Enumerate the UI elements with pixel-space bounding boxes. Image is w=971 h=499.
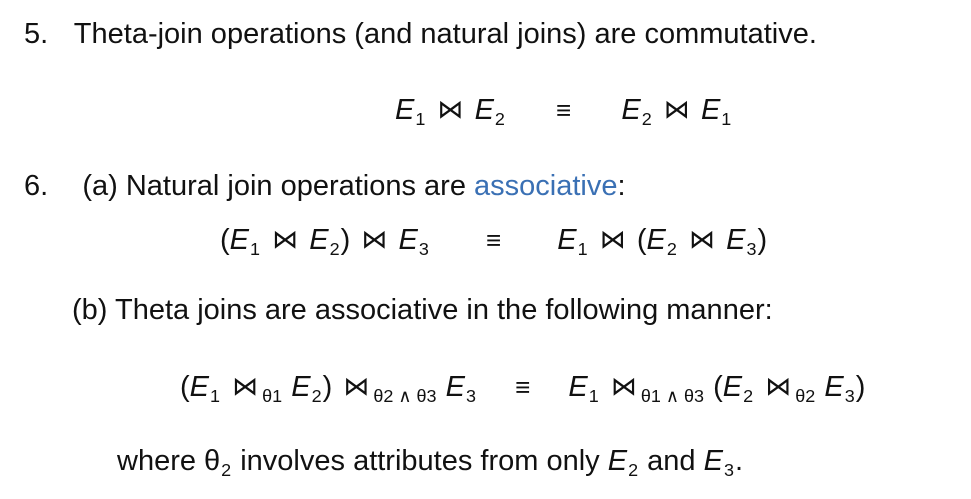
term-e3-subscript: 3 (723, 460, 734, 481)
theta2-and-theta3-subscript: θ2 ∧ θ3 (373, 386, 437, 407)
term-e1-label: E (395, 94, 415, 126)
right-paren: ) (757, 224, 768, 256)
term-e1-subscript: 1 (577, 239, 588, 260)
equivalence-symbol: ≡ (556, 95, 572, 125)
term-e3-label: E (726, 224, 746, 256)
equivalence-symbol: ≡ (515, 372, 531, 402)
term-e1-subscript: 1 (250, 239, 261, 260)
natural-join-symbol: ⋈ (437, 94, 464, 125)
theta-join-symbol: ⋈ (610, 371, 637, 402)
theta-join-symbol: ⋈ (765, 371, 792, 402)
right-paren: ) (855, 371, 866, 403)
left-paren: ( (220, 224, 230, 256)
left-paren: ( (713, 371, 723, 403)
theta1-subscript: θ1 (262, 386, 283, 407)
term-e3-label: E (445, 371, 465, 403)
term-e2-label: E (722, 371, 743, 403)
theta-join-symbol: ⋈ (232, 371, 259, 402)
right-paren: ) (322, 371, 333, 403)
term-e1-subscript: 1 (415, 109, 426, 130)
natural-join-symbol: ⋈ (272, 224, 299, 255)
rule-5-heading: 5. Theta-join operations (and natural jo… (24, 20, 817, 49)
natural-join-symbol: ⋈ (361, 224, 388, 255)
term-e2-label: E (607, 445, 628, 477)
term-e2-label: E (621, 94, 641, 126)
rule-6-number: 6. (24, 170, 49, 202)
rule-6a-heading: 6. (a) Natural join operations are assoc… (24, 172, 626, 201)
rule-5-text: Theta-join operations (and natural joins… (73, 18, 817, 50)
rule-6b-heading: (b) Theta joins are associative in the f… (72, 296, 773, 325)
term-e2-label: E (646, 224, 666, 256)
where-middle-text: involves attributes from only (240, 445, 600, 477)
term-e1-subscript: 1 (588, 386, 599, 407)
term-e1-subscript: 1 (721, 109, 732, 130)
rule-6a-label: (a) (82, 170, 118, 202)
term-e1-label: E (189, 371, 210, 403)
term-e1-label: E (700, 94, 721, 126)
term-e2-label: E (291, 371, 311, 403)
term-e1-label: E (568, 371, 588, 403)
rule-6a-formula: (E1 ⋈ E2) ⋈ E3 ≡ E1 ⋈ (E2 ⋈ E3) (220, 224, 768, 259)
rule-6b-text: (b) Theta joins are associative in the f… (72, 294, 773, 326)
term-e3-subscript: 3 (844, 386, 855, 407)
period: . (734, 445, 743, 477)
term-e2-subscript: 2 (494, 109, 505, 130)
natural-join-symbol: ⋈ (599, 224, 626, 255)
rule-6a-text: Natural join operations are (125, 170, 466, 202)
rule-5-number: 5. (24, 18, 49, 50)
term-e3-label: E (398, 224, 418, 256)
term-e2-subscript: 2 (666, 239, 677, 260)
term-e2-label: E (309, 224, 329, 256)
term-e2-subscript: 2 (743, 386, 754, 407)
term-e3-subscript: 3 (465, 386, 476, 407)
term-e1-label: E (557, 224, 577, 256)
theta1-and-theta3-subscript: θ1 ∧ θ3 (640, 386, 705, 407)
term-e2-subscript: 2 (641, 109, 652, 130)
equivalence-symbol: ≡ (485, 225, 502, 255)
term-e1-subscript: 1 (210, 386, 221, 407)
rule-6b-formula: (E1 ⋈θ1 E2) ⋈θ2 ∧ θ3 E3 ≡ E1 ⋈θ1 ∧ θ3 (E… (180, 371, 866, 406)
theta-join-symbol: ⋈ (343, 371, 370, 402)
term-e1-label: E (229, 224, 250, 256)
rule-6b-condition: where θ2 involves attributes from only E… (117, 445, 743, 480)
term-e3-subscript: 3 (746, 239, 757, 260)
associative-link[interactable]: associative (474, 170, 618, 202)
natural-join-symbol: ⋈ (663, 94, 690, 125)
right-paren: ) (340, 224, 351, 256)
left-paren: ( (636, 224, 647, 256)
rule-6a-colon: : (617, 170, 626, 202)
term-e3-label: E (824, 371, 844, 403)
term-e2-subscript: 2 (628, 460, 639, 481)
left-paren: ( (180, 371, 190, 403)
term-e3-subscript: 3 (418, 239, 429, 260)
term-e2-subscript: 2 (311, 386, 322, 407)
term-e3-label: E (703, 445, 723, 477)
natural-join-symbol: ⋈ (688, 224, 716, 255)
term-e2-subscript: 2 (329, 239, 340, 260)
theta2-subscript: 2 (221, 460, 232, 481)
term-e2-label: E (474, 94, 494, 126)
where-prefix: where θ (117, 445, 221, 477)
where-and: and (647, 445, 696, 477)
rule-5-formula: E1 ⋈ E2 ≡ E2 ⋈ E1 (395, 94, 732, 129)
theta2-subscript: θ2 (795, 386, 816, 407)
